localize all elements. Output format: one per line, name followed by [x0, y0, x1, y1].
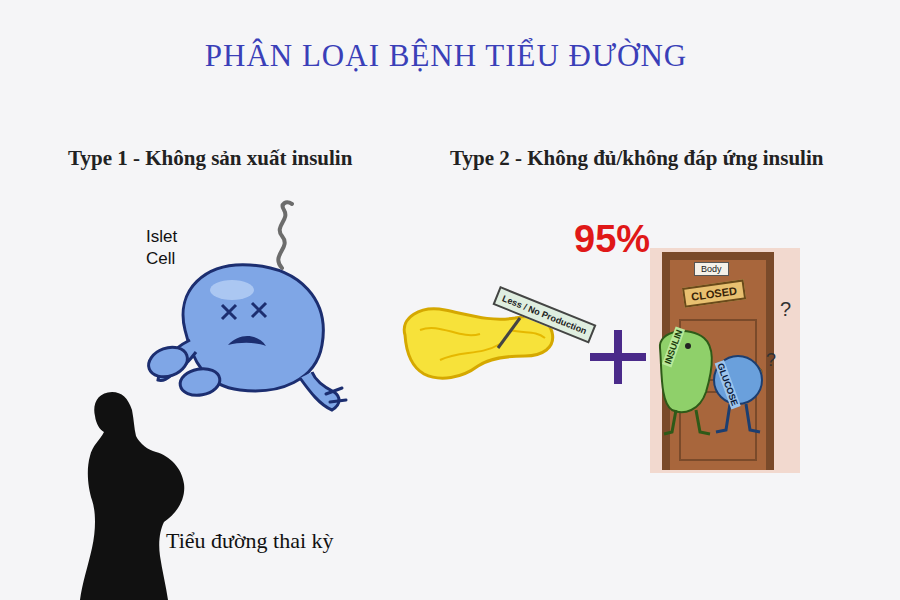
cell-label: Islet Cell — [146, 226, 190, 270]
percent-label: 95% — [574, 218, 650, 261]
node-text: Body — [701, 264, 722, 274]
question-mark: ? — [766, 350, 776, 371]
question-mark: ? — [780, 298, 791, 321]
islet-cell — [144, 265, 346, 410]
wall — [650, 248, 800, 473]
door-plaque: Body — [694, 262, 729, 276]
stink-curl — [278, 202, 292, 268]
plus-sign — [590, 330, 646, 384]
section-heading: Type 1 - Không sản xuất insulin — [68, 146, 352, 171]
sign-post — [498, 318, 520, 348]
glucose-character — [714, 356, 762, 432]
section-heading: Type 2 - Không đủ/không đáp ứng insulin — [450, 146, 823, 171]
pregnant-silhouette — [80, 392, 184, 600]
node-text: CLOSED — [690, 284, 737, 302]
caption-label: Tiểu đường thai kỳ — [166, 528, 334, 554]
title: PHÂN LOẠI BỆNH TIỂU ĐƯỜNG — [0, 38, 896, 74]
